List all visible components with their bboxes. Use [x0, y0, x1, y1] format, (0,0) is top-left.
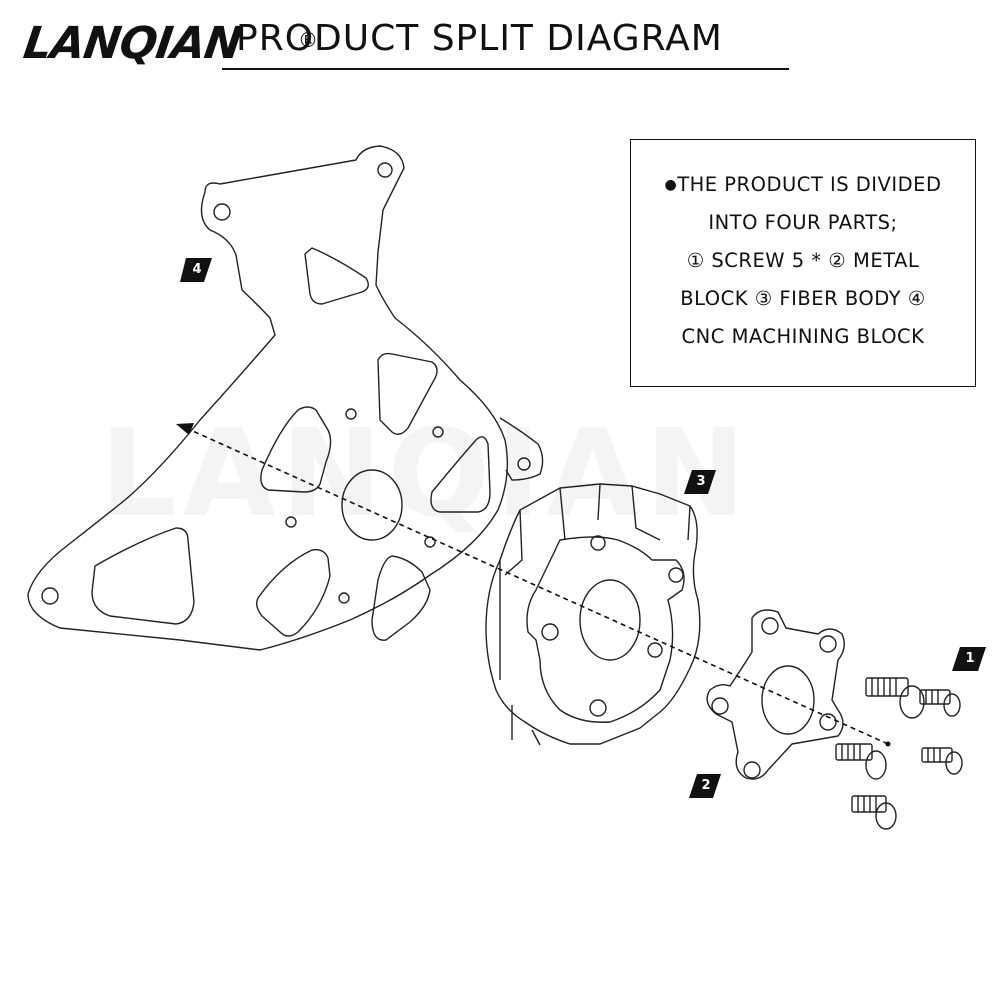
- info-box: ●THE PRODUCT IS DIVIDED INTO FOUR PARTS;…: [630, 139, 976, 387]
- callout-4-label: 4: [192, 262, 202, 277]
- metal-block: [706, 609, 845, 780]
- registered-mark: ®: [298, 28, 318, 52]
- assembly-axis: [176, 423, 891, 747]
- watermark-text: LANQIAN: [100, 405, 752, 544]
- callout-tag-2: [689, 774, 721, 798]
- info-line-2: INTO FOUR PARTS;: [708, 211, 898, 234]
- fiber-body: [485, 483, 701, 746]
- callout-3-label: 3: [696, 474, 706, 489]
- screw: [865, 677, 925, 719]
- screw: [851, 795, 897, 830]
- screw: [921, 747, 963, 775]
- cnc-bracket-plate: [27, 145, 544, 651]
- info-line-5: CNC MACHINING BLOCK: [681, 325, 925, 348]
- screw: [919, 689, 961, 717]
- callout-2-label: 2: [701, 778, 711, 793]
- info-line-4: BLOCK ③ FIBER BODY ④: [680, 287, 926, 310]
- callout-3: 3: [686, 471, 720, 493]
- page-title: PRODUCT SPLIT DIAGRAM: [236, 18, 723, 59]
- screws: [835, 677, 963, 830]
- bullet-icon: ●: [664, 177, 678, 193]
- callout-tag-4: [180, 258, 212, 282]
- callout-1-label: 1: [965, 651, 975, 666]
- callout-1: 1: [955, 648, 989, 670]
- info-line-1: ●THE PRODUCT IS DIVIDED: [664, 173, 942, 196]
- callout-tag-3: [684, 470, 716, 494]
- callout-4: 4: [182, 259, 216, 281]
- callout-2: 2: [691, 775, 725, 797]
- screw: [835, 743, 887, 780]
- callout-tag-1: [952, 647, 986, 671]
- info-line-3: ① SCREW 5 * ② METAL: [686, 249, 920, 272]
- title-underline: [222, 68, 789, 70]
